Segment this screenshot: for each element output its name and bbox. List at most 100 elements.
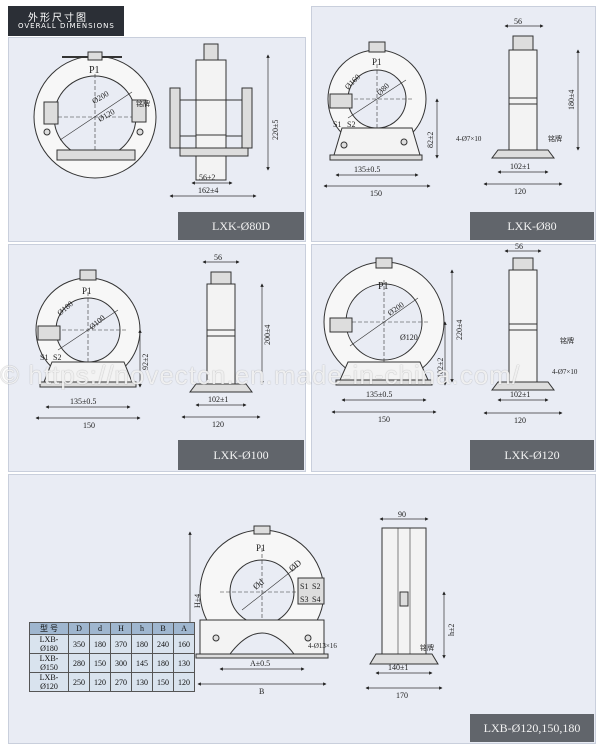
p1-plate-label: 铭牌	[136, 99, 150, 108]
p3-dim-side: 92±2	[141, 354, 150, 370]
p4-dim-a: 135±0.5	[366, 390, 392, 399]
spec-cell: 300	[110, 653, 132, 673]
p4-hole: 4-Ø7×10	[552, 368, 578, 376]
spec-cell: 160	[173, 634, 195, 654]
spec-cell: LXB-Ø180	[29, 634, 69, 654]
spec-cell: 240	[152, 634, 174, 654]
spec-header-h: h	[131, 622, 153, 635]
p4-dim-d: 120	[514, 416, 526, 425]
p3-dim-h: 200±4	[263, 325, 272, 345]
p3-dim-w: 56	[214, 253, 222, 262]
p4-dim-c: 102±1	[510, 390, 530, 399]
spec-cell: LXB-Ø120	[29, 672, 69, 692]
p5-dim-A: A±0.5	[250, 659, 270, 668]
p2-dim-c: 102±1	[510, 162, 530, 171]
spec-cell: 150	[89, 653, 111, 673]
spec-cell: 130	[173, 653, 195, 673]
p1-dim-base: 162±4	[198, 186, 218, 195]
p1-dim-height: 220±5	[271, 120, 280, 140]
spec-table: 型 号 D d H h B A LXB-Ø180 350 180 370 180…	[29, 622, 195, 692]
table-row: LXB-Ø150 280 150 300 145 180 130	[29, 653, 195, 673]
label-lxk-80d: LXK-Ø80D	[178, 212, 304, 240]
p3-ring-label: P1	[82, 286, 92, 296]
spec-cell: 180	[89, 634, 111, 654]
p2-dim-side: 82±2	[426, 132, 435, 148]
spec-cell: 250	[68, 672, 90, 692]
spec-table-header: 型 号 D d H h B A	[29, 622, 195, 635]
p2-s1: S1	[333, 120, 341, 129]
spec-cell: 180	[152, 653, 174, 673]
p3-dim-b: 150	[83, 421, 95, 430]
p2-dim-w: 56	[514, 17, 522, 26]
p2-dim-a: 135±0.5	[354, 165, 380, 174]
p5-dim-c: 140±1	[388, 663, 408, 672]
header-badge: 外形尺寸图 OVERALL DIMENSIONS	[8, 6, 124, 36]
label-lxk-120: LXK-Ø120	[470, 440, 594, 470]
p1-ring-label: P1	[89, 65, 100, 76]
label-lxk-80: LXK-Ø80	[470, 212, 594, 240]
p5-dim-H: H±4	[193, 594, 202, 608]
p5-dim-w: 90	[398, 510, 406, 519]
p5-hole: 4-Ø13×16	[308, 642, 337, 650]
p4-plate-label: 铭牌	[560, 336, 574, 345]
p4-inner-d: Ø120	[400, 333, 418, 342]
p3-dim-c: 102±1	[208, 395, 228, 404]
drawing-lxk-80d	[33, 43, 270, 198]
p5-s1: S1	[300, 582, 308, 591]
header-title-en: OVERALL DIMENSIONS	[18, 22, 115, 30]
p4-dim-w: 56	[515, 242, 523, 251]
spec-cell: 370	[110, 634, 132, 654]
p4-dim-b: 150	[378, 415, 390, 424]
drawing-lxk-120	[323, 249, 563, 415]
p2-dim-h: 180±4	[567, 90, 576, 110]
header-title-cn: 外形尺寸图	[28, 13, 88, 24]
p2-dim-d: 120	[514, 187, 526, 196]
p5-dim-d: 170	[396, 691, 408, 700]
p2-plate-label: 铭牌	[548, 134, 562, 143]
p2-ring-label: P1	[372, 57, 382, 67]
spec-cell: 350	[68, 634, 90, 654]
spec-header-B: B	[152, 622, 174, 635]
p2-s2: S2	[347, 120, 355, 129]
label-lxk-100: LXK-Ø100	[178, 440, 304, 470]
table-row: LXB-Ø180 350 180 370 180 240 160	[29, 634, 195, 654]
spec-cell: LXB-Ø150	[29, 653, 69, 673]
spec-cell: 120	[89, 672, 111, 692]
p3-dim-d: 120	[212, 420, 224, 429]
spec-header-A: A	[173, 622, 195, 635]
drawing-lxk-80	[323, 24, 580, 188]
spec-cell: 280	[68, 653, 90, 673]
p5-dim-B: B	[259, 687, 264, 696]
p2-hole: 4-Ø7×10	[456, 135, 482, 143]
p5-s2: S2	[312, 582, 320, 591]
drawing-lxb	[188, 517, 446, 690]
watermark-text: © https://novectcn.en.made-in-china.com/	[0, 360, 521, 390]
spec-cell: 270	[110, 672, 132, 692]
p4-ring-label: P1	[378, 281, 389, 292]
spec-cell: 150	[152, 672, 174, 692]
spec-header-H: H	[110, 622, 132, 635]
spec-cell: 120	[173, 672, 195, 692]
label-lxb: LXB-Ø120,150,180	[470, 714, 594, 742]
spec-cell: 145	[131, 653, 153, 673]
spec-header-D: D	[68, 622, 90, 635]
spec-cell: 130	[131, 672, 153, 692]
p4-dim-side: 102±2	[436, 358, 445, 378]
spec-cell: 180	[131, 634, 153, 654]
p5-plate-label: 铭牌	[420, 643, 434, 652]
p4-dim-h: 220±4	[455, 320, 464, 340]
p3-dim-a: 135±0.5	[70, 397, 96, 406]
p5-ring-label: P1	[256, 543, 266, 553]
table-row: LXB-Ø120 250 120 270 130 150 120	[29, 672, 195, 692]
p5-dim-h: h±2	[447, 624, 456, 636]
drawing-lxk-100	[35, 260, 264, 420]
p3-s2: S2	[53, 353, 61, 362]
spec-header-model: 型 号	[29, 622, 69, 635]
spec-header-d: d	[89, 622, 111, 635]
p5-s3: S3	[300, 595, 308, 604]
p1-dim-width: 56±2	[199, 173, 215, 182]
p2-dim-b: 150	[370, 189, 382, 198]
p5-s4: S4	[312, 595, 320, 604]
